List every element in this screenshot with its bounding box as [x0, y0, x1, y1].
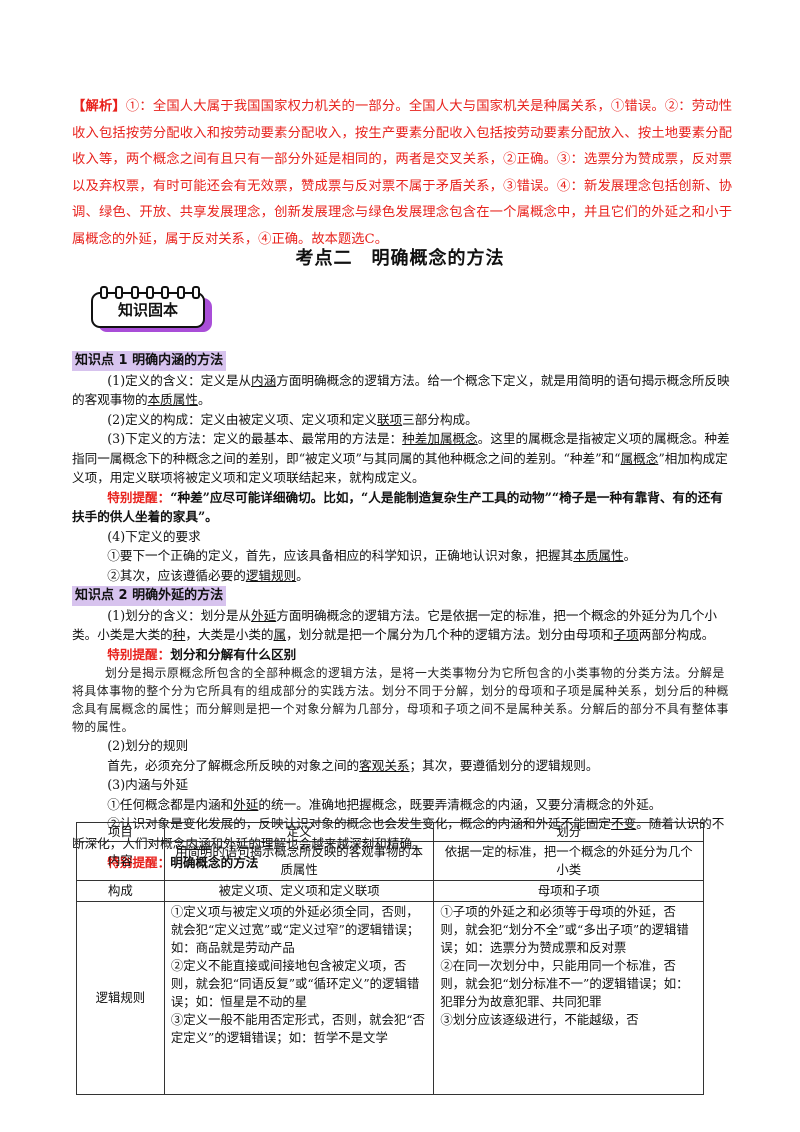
- content-body: 知识点 1 明确内涵的方法 (1)定义的含义：定义是从内涵方面明确概念的逻辑方法…: [72, 350, 732, 873]
- table-row: 内容 用简明的语句揭示概念所反映的客观事物的本质属性 依据一定的标准，把一个概念…: [76, 841, 704, 881]
- s2-division-meaning: (1)划分的含义：划分是从外延方面明确概念的逻辑方法。它是依据一定的标准，把一个…: [72, 607, 718, 643]
- s2-special-tip-heading: 特别提醒：划分和分解有什么区别: [107, 646, 297, 662]
- table-header-cell: 项目: [76, 822, 165, 842]
- s2-rules-heading: (2)划分的规则: [107, 738, 189, 753]
- s1-definition-structure: (2)定义的构成：定义由被定义项、定义项和定义联项三部分构成。: [107, 411, 478, 427]
- table-cell: 被定义项、定义项和定义联项: [163, 880, 435, 902]
- table-row: 构成 被定义项、定义项和定义联项 母项和子项: [76, 880, 704, 902]
- s1-requirement-2: ②其次，应该遵循必要的逻辑规则。: [107, 567, 309, 583]
- analysis-tag: 【解析】: [72, 99, 126, 114]
- comparison-table: 项目 定义 划分 内容 用简明的语句揭示概念所反映的客观事物的本质属性 依据一定…: [76, 822, 704, 1095]
- definition-rule: ②定义不能直接或间接地包含被定义项，否则，就会犯“同语反复”或“循环定义”的逻辑…: [170, 958, 420, 1009]
- table-header-cell: 定义: [163, 822, 435, 842]
- definition-rule: ①定义项与被定义项的外延必须全同，否则，就会犯“定义过宽”或“定义过窄”的逻辑错…: [170, 904, 420, 955]
- knowledge-badge: 知识固本: [88, 286, 214, 336]
- s1-requirement-1: ①要下一个正确的定义，首先，应该具备相应的科学知识，正确地认识对象，把握其本质属…: [107, 548, 637, 563]
- table-cell: 母项和子项: [433, 880, 704, 902]
- table-cell: ①子项的外延之和必须等于母项的外延，否则，就会犯“划分不全”或“多出子项”的逻辑…: [433, 901, 704, 1095]
- s2-point-1: ①任何概念都是内涵和外延的统一。准确地把握概念，既要弄清概念的内涵，又要分清概念…: [107, 796, 662, 812]
- s1-definition-method: (3)下定义的方法：定义的最基本、最常用的方法是：种差加属概念。这里的属概念是指…: [72, 431, 730, 485]
- table-cell: 依据一定的标准，把一个概念的外延分为几个小类: [433, 841, 704, 881]
- division-rule: ③划分应该逐级进行，不能越级，否: [440, 1012, 639, 1027]
- table-cell: ①定义项与被定义项的外延必须全同，否则，就会犯“定义过宽”或“定义过窄”的逻辑错…: [163, 901, 435, 1095]
- s1-requirements-heading: (4)下定义的要求: [107, 528, 201, 544]
- analysis-text: ①：全国人大属于我国国家权力机关的一部分。全国人大与国家机关是种属关系，①错误。…: [72, 99, 733, 247]
- table-row-label: 内容: [76, 841, 165, 881]
- heading-knowledge-point-2: 知识点 2 明确外延的方法: [72, 586, 227, 606]
- table-header-cell: 划分: [433, 822, 704, 842]
- analysis-paragraph: 【解析】①：全国人大属于我国国家权力机关的一部分。全国人大与国家机关是种属关系，…: [72, 94, 732, 253]
- s2-intension-extension-heading: (3)内涵与外延: [107, 777, 189, 792]
- s1-definition-meaning: (1)定义的含义：定义是从内涵方面明确概念的逻辑方法。给一个概念下定义，就是用简…: [72, 372, 730, 408]
- section-title: 考点二 明确概念的方法: [295, 248, 505, 269]
- table-header-row: 项目 定义 划分: [76, 822, 704, 842]
- table-cell: 用简明的语句揭示概念所反映的客观事物的本质属性: [163, 841, 435, 881]
- badge-label: 知识固本: [117, 301, 178, 319]
- table-row-label: 构成: [76, 880, 165, 902]
- division-rule: ①子项的外延之和必须等于母项的外延，否则，就会犯“划分不全”或“多出子项”的逻辑…: [440, 904, 689, 955]
- heading-knowledge-point-1: 知识点 1 明确内涵的方法: [72, 351, 227, 371]
- s2-special-tip-text: 划分是揭示原概念所包含的全部种概念的逻辑方法，是将一大类事物分为它所包含的小类事…: [72, 666, 730, 734]
- notebook-rings-icon: [100, 286, 200, 299]
- s2-rules-text: 首先，必须充分了解概念所反映的对象之间的客观关系；其次，要遵循划分的逻辑规则。: [107, 757, 599, 773]
- table-row-label: 逻辑规则: [76, 901, 165, 1095]
- table-row: 逻辑规则 ①定义项与被定义项的外延必须全同，否则，就会犯“定义过宽”或“定义过窄…: [76, 901, 704, 1095]
- s1-special-tip: 特别提醒：“种差”应尽可能详细确切。比如，“人是能制造复杂生产工具的动物”“椅子…: [72, 489, 723, 525]
- definition-rule: ③定义一般不能用否定形式，否则，就会犯“否定定义”的逻辑错误；如：哲学不是文学: [170, 1012, 426, 1045]
- division-rule: ②在同一次划分中，只能用同一个标准，否则，就会犯“划分标准不一”的逻辑错误；如：…: [440, 958, 689, 1009]
